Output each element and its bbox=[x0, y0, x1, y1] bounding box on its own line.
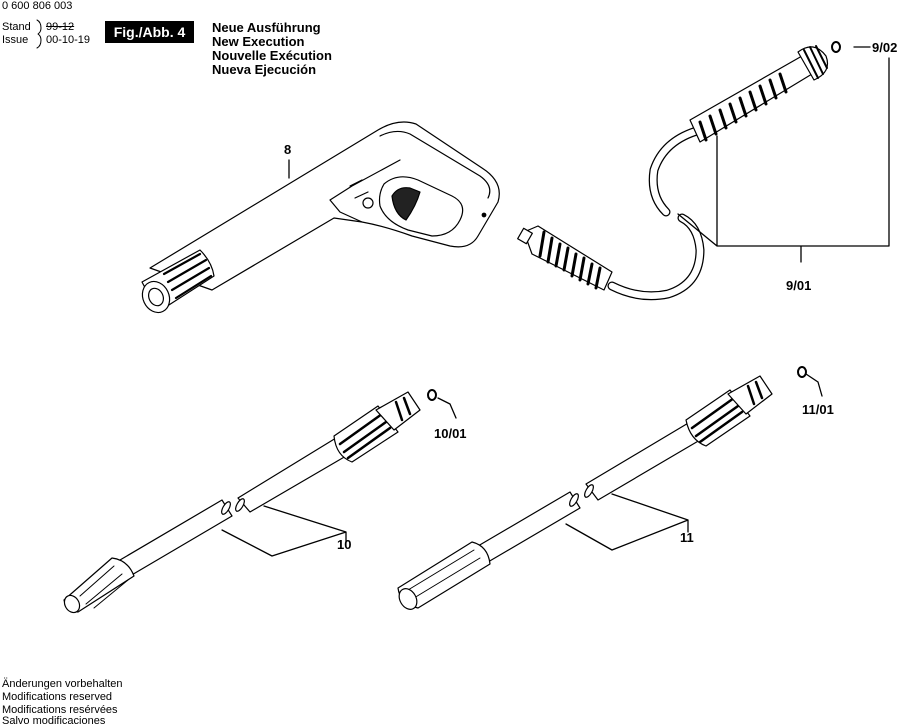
old-date: 99-12 bbox=[46, 21, 75, 33]
title-fr: Nouvelle Exécution bbox=[212, 48, 332, 63]
callout-10-01: 10/01 bbox=[434, 426, 467, 441]
date-brace bbox=[36, 19, 42, 49]
lance-10-part bbox=[63, 391, 421, 614]
callout-11-01: 11/01 bbox=[802, 402, 834, 417]
title-es: Nueva Ejecución bbox=[212, 62, 317, 77]
figure-label: Fig./Abb. 4 bbox=[105, 21, 194, 43]
footer-note-de: Änderungen vorbehalten bbox=[2, 678, 123, 690]
seal-11-01 bbox=[797, 366, 807, 378]
part-number: 0 600 806 003 bbox=[2, 0, 73, 12]
hose-part bbox=[517, 45, 829, 301]
callout-8: 8 bbox=[284, 142, 292, 157]
leader-lines bbox=[221, 46, 890, 557]
lance-11-part bbox=[397, 375, 773, 610]
seal-10-01 bbox=[427, 389, 437, 401]
new-date: 00-10-19 bbox=[46, 34, 91, 46]
seal-9-02 bbox=[831, 41, 841, 53]
issue-label: Issue bbox=[2, 34, 29, 46]
stand-label: Stand bbox=[2, 21, 31, 33]
callout-9-01: 9/01 bbox=[786, 278, 812, 293]
spray-gun-part bbox=[141, 121, 500, 314]
title-de: Neue Ausführung bbox=[212, 20, 321, 35]
title-en: New Execution bbox=[212, 34, 305, 49]
callout-11: 11 bbox=[680, 530, 694, 545]
footer-note-es: Salvo modificaciones bbox=[2, 715, 106, 727]
footer-note-en: Modifications reserved bbox=[2, 691, 113, 703]
footer-note-fr: Modifications resérvées bbox=[2, 704, 118, 716]
callout-10: 10 bbox=[337, 537, 352, 552]
callout-9-02: 9/02 bbox=[872, 40, 898, 55]
